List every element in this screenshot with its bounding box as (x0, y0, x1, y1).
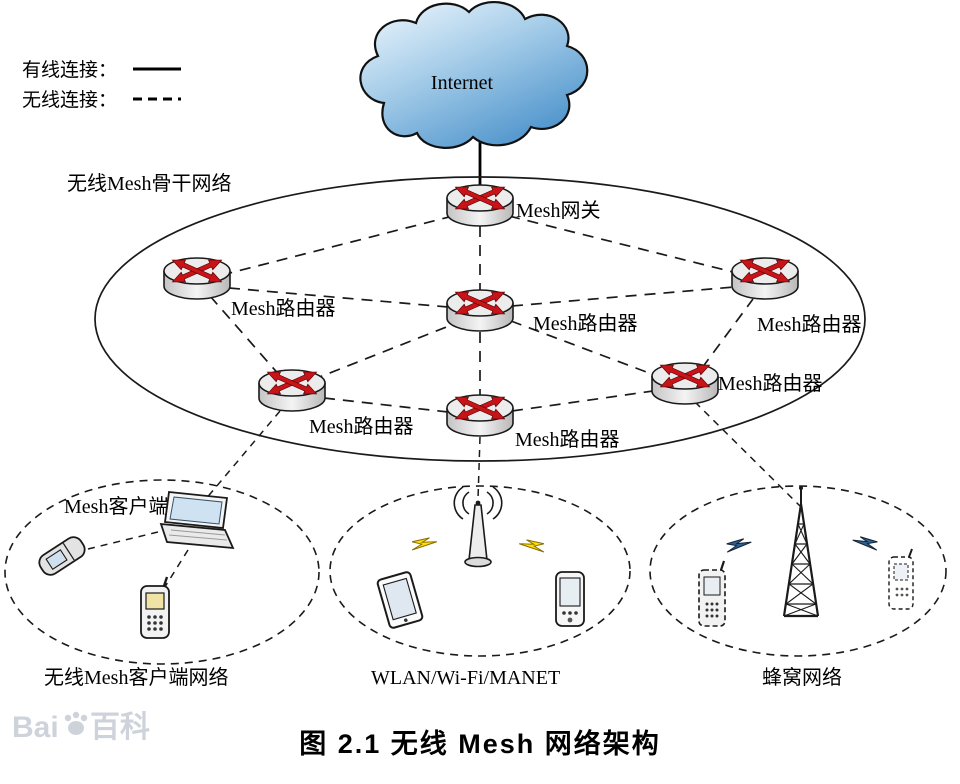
watermark: Bai 百科 (12, 711, 150, 744)
wlan-network-label: WLAN/Wi-Fi/MANET (371, 667, 560, 689)
figure-caption: 图 2.1 无线 Mesh 网络架构 (299, 728, 661, 759)
router-icon-right (731, 254, 799, 300)
mesh-client-inner-label: Mesh客户端 (64, 495, 168, 518)
link-bottom-wlan (477, 436, 481, 500)
wlan-bolt-right-icon (518, 535, 547, 558)
watermark-suffix: 百科 (90, 711, 150, 744)
link-laptop-phone (162, 549, 189, 591)
cell-tower-icon (782, 486, 820, 618)
link-gateway-right (508, 215, 738, 274)
link-lowerright-right (701, 298, 754, 369)
legend: 有线连接： 无线连接： (22, 59, 181, 111)
link-flipphone-laptop (87, 530, 163, 550)
cellular-phone-left-icon (698, 560, 726, 627)
mesh-client-network-label: 无线Mesh客户端网络 (44, 666, 228, 689)
router-icon-left (163, 254, 231, 300)
router-icon-gateway (446, 181, 514, 227)
internet-cloud: Internet (359, 0, 589, 198)
cloud-shape (359, 0, 589, 149)
legend-wired-label: 有线连接： (22, 59, 117, 81)
cellular-ellipse (649, 485, 947, 657)
router-icon-center (446, 286, 514, 332)
mesh-client-phone-icon (139, 575, 171, 640)
link-bottom-lowerright (511, 390, 654, 412)
gateway-label: Mesh网关 (516, 199, 600, 222)
router-lower-left-label: Mesh路由器 (309, 415, 413, 438)
backbone-routers: Mesh网关 Mesh路由器 Mesh路由器 Mesh路由器 Mesh路由器 M… (163, 181, 861, 451)
cellular-phone-right-icon (888, 548, 914, 610)
subnet-mesh-client: Mesh客户端 (4, 479, 320, 665)
flip-phone-icon (38, 536, 86, 576)
internet-label: Internet (431, 72, 494, 94)
paw-icon (64, 711, 88, 735)
legend-wireless-label: 无线连接： (22, 89, 117, 111)
wlan-ellipse (329, 485, 631, 657)
subnet-cellular (649, 485, 947, 657)
backbone-ellipse (94, 176, 866, 462)
mesh-links (204, 215, 802, 508)
link-gateway-left (225, 215, 454, 275)
link-lowerleft-clientnet (204, 410, 281, 501)
backbone-label: 无线Mesh骨干网络 (67, 172, 231, 195)
wlan-bolt-left-icon (409, 533, 438, 556)
router-right-label: Mesh路由器 (757, 313, 861, 336)
access-point-icon (453, 486, 503, 568)
watermark-prefix: Bai (12, 711, 59, 744)
cellular-network-label: 蜂窝网络 (762, 666, 842, 689)
link-center-right (511, 286, 735, 307)
link-center-lowerright (510, 320, 658, 377)
link-lowerleft-center (311, 323, 455, 381)
router-icon-bottom (446, 391, 514, 437)
tablet-icon (376, 571, 424, 629)
mesh-client-ellipse (4, 479, 320, 665)
router-lower-right-label: Mesh路由器 (718, 372, 822, 395)
pda-icon (555, 571, 585, 627)
router-icon-lower-left (258, 366, 326, 412)
subnet-wlan (329, 485, 631, 657)
link-lowerleft-bottom (323, 397, 449, 413)
router-center-label: Mesh路由器 (533, 312, 637, 335)
cellular-bolt-right-icon (851, 533, 880, 555)
laptop-icon (159, 491, 235, 550)
router-icon-lower-right (651, 359, 719, 405)
router-bottom-label: Mesh路由器 (515, 428, 619, 451)
cellular-bolt-left-icon (724, 535, 753, 557)
router-left-label: Mesh路由器 (231, 297, 335, 320)
